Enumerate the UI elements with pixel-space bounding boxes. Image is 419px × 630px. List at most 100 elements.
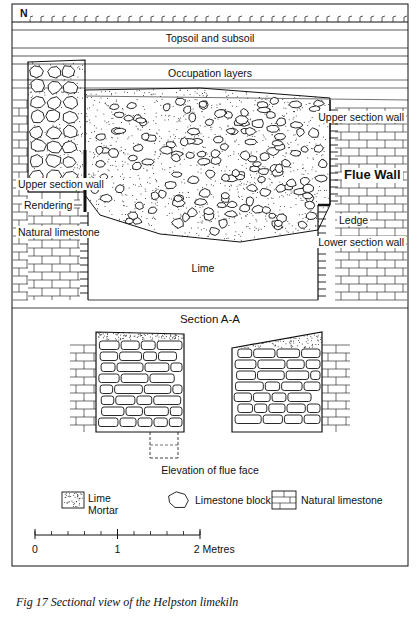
mortar-dot xyxy=(74,167,75,168)
mortar-dot xyxy=(73,63,74,64)
limestone-block xyxy=(236,116,249,125)
mortar-dot xyxy=(84,88,85,89)
mortar-dot xyxy=(185,114,186,115)
mortar-dot xyxy=(134,336,135,337)
mortar-dot xyxy=(324,151,325,152)
mortar-dot xyxy=(77,97,78,98)
mortar-dot xyxy=(50,64,51,65)
mortar-dot xyxy=(151,94,152,95)
mortar-dot xyxy=(144,109,145,110)
mortar-dot xyxy=(201,111,202,112)
mortar-dot xyxy=(173,141,174,142)
line xyxy=(330,187,338,188)
mortar-dot xyxy=(115,338,116,339)
line xyxy=(12,56,408,57)
line xyxy=(335,284,407,285)
mortar-dot xyxy=(313,157,314,158)
mortar-dot xyxy=(250,119,251,120)
mortar-dot xyxy=(143,106,144,107)
mortar-dot xyxy=(144,334,145,335)
mortar-dot xyxy=(159,136,160,137)
mortar-dot xyxy=(96,333,97,334)
line xyxy=(52,248,53,256)
mortar-dot xyxy=(306,104,307,105)
line xyxy=(395,292,396,300)
line xyxy=(349,268,350,276)
mortar-dot xyxy=(256,228,257,229)
mortar-dot xyxy=(204,92,205,93)
mortar-dot xyxy=(189,100,190,101)
mortar-dot xyxy=(241,102,242,103)
mortar-dot xyxy=(327,206,328,207)
mortar-dot xyxy=(224,218,225,219)
mortar-dot xyxy=(312,178,313,179)
mortar-dot xyxy=(79,69,80,70)
mortar-dot xyxy=(229,190,230,191)
mortar-dot xyxy=(226,96,227,97)
mortar-dot xyxy=(300,109,301,110)
mortar-dot xyxy=(159,141,160,142)
line xyxy=(318,233,326,234)
mortar-dot xyxy=(165,115,166,116)
mortar-dot xyxy=(44,92,45,93)
mortar-dot xyxy=(269,184,270,185)
mortar-dot xyxy=(215,180,216,181)
limestone-block xyxy=(124,115,134,121)
line xyxy=(217,16,220,22)
mortar-dot xyxy=(113,123,114,124)
mortar-dot xyxy=(113,182,114,183)
limestone-block xyxy=(219,219,227,228)
line xyxy=(330,131,338,132)
line xyxy=(94,353,95,361)
line xyxy=(74,16,77,22)
line xyxy=(84,377,85,385)
mortar-dot xyxy=(195,91,196,92)
line xyxy=(335,204,407,205)
line xyxy=(385,220,386,228)
line xyxy=(403,204,404,212)
limestone-block xyxy=(115,185,124,193)
mortar-dot xyxy=(261,183,262,184)
mortar-dot xyxy=(122,194,123,195)
mortar-dot xyxy=(207,202,208,203)
mortar-dot xyxy=(176,335,177,336)
mortar-dot xyxy=(44,89,45,90)
mortar-dot xyxy=(298,196,299,197)
mortar-dot xyxy=(251,153,252,154)
mortar-dot xyxy=(61,163,62,164)
mortar-dot xyxy=(205,147,206,148)
mortar-dot xyxy=(39,65,40,66)
mortar-dot xyxy=(147,334,148,335)
line xyxy=(359,196,360,204)
mortar-dot xyxy=(206,93,207,94)
mortar-dot xyxy=(45,132,46,133)
mortar-dot xyxy=(268,146,269,147)
limestone-block xyxy=(48,82,62,95)
mortar-dot xyxy=(47,150,48,151)
mortar-dot xyxy=(126,195,127,196)
limestone-block xyxy=(199,101,206,107)
line xyxy=(28,280,80,281)
mortar-dot xyxy=(144,204,145,205)
mortar-dot xyxy=(132,195,133,196)
mortar-dot xyxy=(28,62,29,63)
line xyxy=(94,385,95,393)
line xyxy=(335,196,407,197)
mortar-dot xyxy=(319,125,320,126)
mortar-dot xyxy=(154,143,155,144)
limestone-block xyxy=(272,140,283,145)
mortar-dot xyxy=(174,138,175,139)
mortar-dot xyxy=(137,337,138,338)
mortar-dot xyxy=(264,226,265,227)
line xyxy=(27,132,28,140)
line xyxy=(78,240,79,248)
line xyxy=(359,148,360,156)
line xyxy=(80,272,88,273)
mortar-dot xyxy=(200,168,201,169)
line xyxy=(88,300,318,301)
mortar-dot xyxy=(28,94,29,95)
line xyxy=(359,292,360,300)
mortar-dot xyxy=(182,335,183,336)
mortar-dot xyxy=(85,132,86,133)
mortar-dot xyxy=(162,335,163,336)
